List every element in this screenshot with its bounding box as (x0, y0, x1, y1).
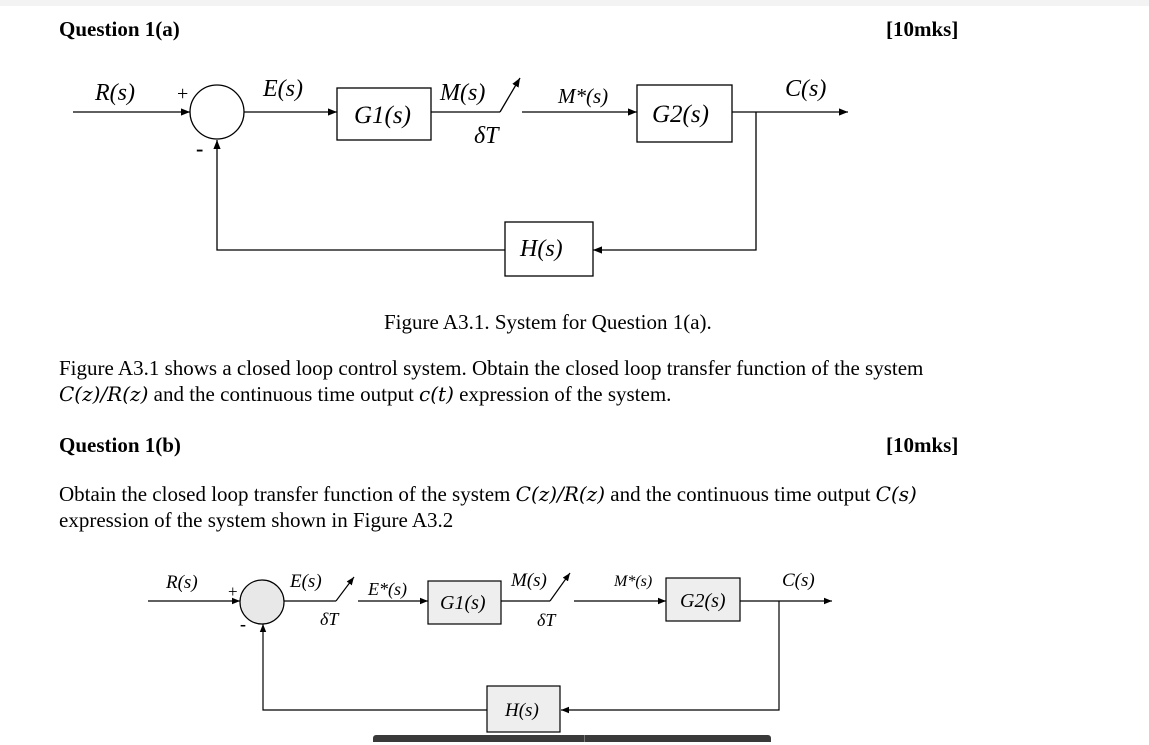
question-1b-text-mid: and the continuous time output (605, 482, 876, 506)
label-plus-b: + (228, 582, 238, 601)
label-m-star-b: M*(s) (613, 573, 652, 590)
question-1b-text-start: Obtain the closed loop transfer function… (59, 482, 516, 506)
block-diagram-a3-1: R(s) + - E(s) G1(s) M(s) δT M*(s) G2(s) … (73, 76, 848, 277)
label-e-star: E*(s) (367, 579, 407, 600)
math-cz-rz: C(z)/R(z) (59, 382, 149, 406)
label-c: C(s) (785, 76, 826, 102)
feedback-path-right (593, 112, 757, 254)
label-h: H(s) (519, 236, 563, 262)
label-g2: G2(s) (652, 101, 709, 128)
feedback-path-left-b (259, 624, 487, 711)
g1-block-b (427, 580, 502, 625)
bottom-toolbar[interactable] (373, 735, 771, 742)
label-sampler-2: δT (537, 610, 557, 630)
question-1b-text-line2: expression of the system shown in Figure… (59, 508, 454, 532)
top-bar (0, 0, 1149, 6)
question-1a-text-mid: and the continuous time output (148, 382, 420, 406)
feedback-path-right-b (561, 601, 780, 714)
question-1b-heading: Question 1(b) (59, 433, 181, 457)
label-h-b: H(s) (504, 700, 539, 721)
toolbar-divider (584, 735, 585, 742)
label-m-star: M*(s) (557, 84, 608, 108)
label-plus: + (177, 83, 188, 105)
g2-block (636, 84, 733, 143)
question-1a-text-end: expression of the system. (453, 382, 672, 406)
g1-block (336, 87, 432, 141)
summing-junction (189, 84, 245, 140)
question-1b-text: Obtain the closed loop transfer function… (59, 481, 1119, 533)
h-block-b (486, 685, 561, 733)
math-cz-rz-b: C(z)/R(z) (515, 482, 606, 506)
label-sampler-1: δT (320, 609, 340, 629)
question-1a-text-line1: Figure A3.1 shows a closed loop control … (59, 356, 924, 380)
question-1b-marks: [10mks] (886, 433, 959, 457)
sampler-switch (499, 77, 521, 113)
label-g1-b: G1(s) (440, 592, 486, 614)
question-1a-text: Figure A3.1 shows a closed loop control … (59, 355, 1119, 407)
question-1a-heading: Question 1(a) (59, 17, 180, 41)
math-ct: c(t) (419, 382, 454, 406)
question-1a-text-line2: C(z)/R(z) and the continuous time output… (59, 381, 1119, 407)
h-block (504, 221, 594, 277)
sampler-switch-2 (549, 572, 571, 602)
question-1b-text-line1: Obtain the closed loop transfer function… (59, 481, 1119, 507)
label-r: R(s) (94, 80, 135, 106)
math-cs: C(s) (875, 482, 917, 506)
sampler-switch-1 (335, 576, 355, 602)
g2-block-b (665, 577, 741, 622)
label-m: M(s) (439, 80, 485, 106)
label-m-b: M(s) (510, 570, 547, 591)
label-minus-b: - (240, 614, 246, 634)
label-c-b: C(s) (782, 570, 815, 591)
label-g1: G1(s) (354, 102, 411, 129)
block-diagram-a3-2: R(s) + - E(s) δT E*(s) G1(s) M(s) δT M*(… (148, 570, 832, 733)
label-e: E(s) (262, 76, 303, 102)
question-1a-marks: [10mks] (886, 17, 959, 41)
figure-a3-1-caption: Figure A3.1. System for Question 1(a). (384, 310, 712, 334)
label-sampler: δT (474, 123, 500, 149)
summing-junction-b (239, 579, 285, 625)
label-minus: - (196, 136, 203, 161)
label-e-b: E(s) (289, 571, 322, 592)
label-r-b: R(s) (165, 572, 198, 593)
feedback-path-left (213, 140, 505, 251)
label-g2-b: G2(s) (680, 590, 726, 612)
